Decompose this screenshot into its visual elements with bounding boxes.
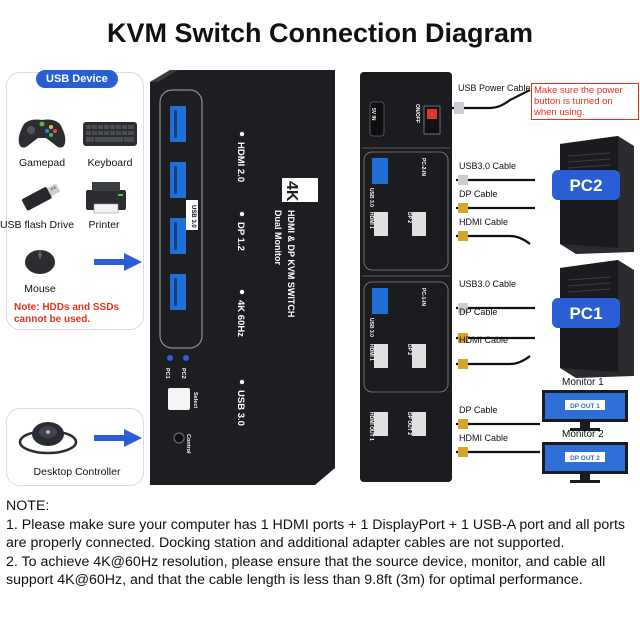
desktop-controller-panel — [6, 408, 144, 486]
keyboard-icon — [83, 122, 137, 146]
monitor2-label: Monitor 2 — [562, 429, 604, 440]
pc2-badge: PC2 — [569, 176, 602, 195]
diagram-title: KVM Switch Connection Diagram — [106, 18, 534, 48]
monitor2-screen-text: DP OUT 2 — [570, 455, 600, 462]
kvm-front-select-label: Select — [192, 392, 198, 408]
kvm-brand-4k: 4K — [283, 181, 300, 202]
cable-lines — [452, 89, 540, 457]
pc1-badge: PC1 — [569, 304, 602, 323]
desktop-controller-arrow-icon — [94, 429, 142, 447]
note-heading: NOTE: — [6, 498, 50, 514]
printer-icon — [86, 182, 126, 214]
pc1-hdmi-cable-label: HDMI Cable — [459, 335, 509, 345]
pc2-tower-icon: PC2 — [552, 136, 634, 254]
gamepad-label: Gamepad — [18, 157, 66, 169]
kvm-feature-hdmi: HDMI 2.0 — [235, 142, 246, 182]
kvm-product-line1: HDMI & DP KVM SWITCH — [286, 210, 296, 317]
kvm-feature-dp: DP 1.2 — [235, 222, 246, 251]
keyboard-label: Keyboard — [87, 157, 133, 169]
usb-device-badge: USB Device — [36, 70, 118, 88]
kvm-front-pc1-label: PC1 — [164, 368, 170, 379]
mouse-label: Mouse — [24, 283, 56, 295]
monitor-hdmi-cable-label: HDMI Cable — [459, 433, 509, 443]
pc2-hdmi-cable-label: HDMI Cable — [459, 217, 509, 227]
usb-power-cable-label: USB Power Cable — [458, 83, 531, 93]
select-button — [168, 388, 190, 410]
desktop-controller-label: Desktop Controller — [33, 466, 121, 478]
monitor1-icon: DP OUT 1 — [542, 390, 628, 431]
monitor2-icon: DP OUT 2 — [542, 442, 628, 483]
pc1-in-label: PC-1-IN — [420, 288, 426, 306]
printer-label: Printer — [88, 219, 120, 231]
pc2-hdmi-label: HDMI 1 — [368, 212, 374, 229]
usb-devices-arrow-icon — [94, 253, 142, 271]
hdd-ssd-warning: Note: HDDs and SSDs cannot be used. — [14, 302, 120, 325]
dp-out-label: DP OUT 2 — [406, 412, 412, 435]
kvm-feature-4k60: 4K 60Hz — [235, 300, 246, 337]
monitor1-label: Monitor 1 — [562, 377, 604, 388]
pc1-dp-label: DP 2 — [406, 344, 412, 355]
kvm-switch-front: USB 3.0 PC1 PC2 Select Control 4K HDMI &… — [150, 70, 335, 485]
pc1-usb-label: USB 3.0 — [368, 318, 374, 337]
monitor-dp-cable-label: DP Cable — [459, 405, 498, 415]
desktop-controller-icon — [18, 422, 78, 455]
power-button-warning: Make sure the power button is turned on … — [531, 83, 639, 120]
control-port-icon — [173, 432, 185, 444]
pc2-dp-cable-label: DP Cable — [459, 189, 498, 199]
dc-in-label: 5V IN — [370, 108, 376, 121]
pc2-usb30-cable-label: USB3.0 Cable — [459, 161, 517, 171]
usb-port-icon — [170, 106, 186, 310]
note-line-2: 2. To achieve 4K@60Hz resolution, please… — [6, 553, 606, 589]
power-switch-label: ON/OFF — [414, 104, 420, 123]
kvm-feature-usb: USB 3.0 — [235, 390, 246, 426]
pc1-tower-icon: PC1 — [552, 260, 634, 378]
kvm-front-control-label: Control — [185, 434, 191, 454]
note-line-1: 1. Please make sure your computer has 1 … — [6, 516, 626, 552]
gamepad-icon — [18, 119, 66, 148]
note-block: NOTE: 1. Please make sure your computer … — [6, 497, 634, 590]
kvm-switch-back: 5V IN ON/OFF PC-2-IN USB 3.0 HDMI 1 DP 2… — [360, 72, 452, 482]
kvm-front-usb-label: USB 3.0 — [190, 205, 196, 228]
pc2-in-label: PC-2-IN — [420, 158, 426, 176]
pc2-dp-label: DP 2 — [406, 212, 412, 223]
usb-flash-drive-label: USB flash Drive — [0, 219, 75, 231]
pc1-dp-cable-label: DP Cable — [459, 307, 498, 317]
pc2-usb-label: USB 3.0 — [368, 188, 374, 207]
pc1-hdmi-label: HDMI 1 — [368, 344, 374, 361]
usb-flash-drive-icon — [22, 183, 61, 211]
mouse-icon — [25, 250, 55, 274]
pc1-usb30-cable-label: USB3.0 Cable — [459, 279, 517, 289]
hdmi-out-label: HDMI OUT 1 — [368, 412, 374, 441]
kvm-front-pc2-label: PC2 — [180, 368, 186, 379]
monitor1-screen-text: DP OUT 1 — [570, 403, 600, 410]
kvm-product-line2: Dual Monitor — [273, 210, 283, 265]
